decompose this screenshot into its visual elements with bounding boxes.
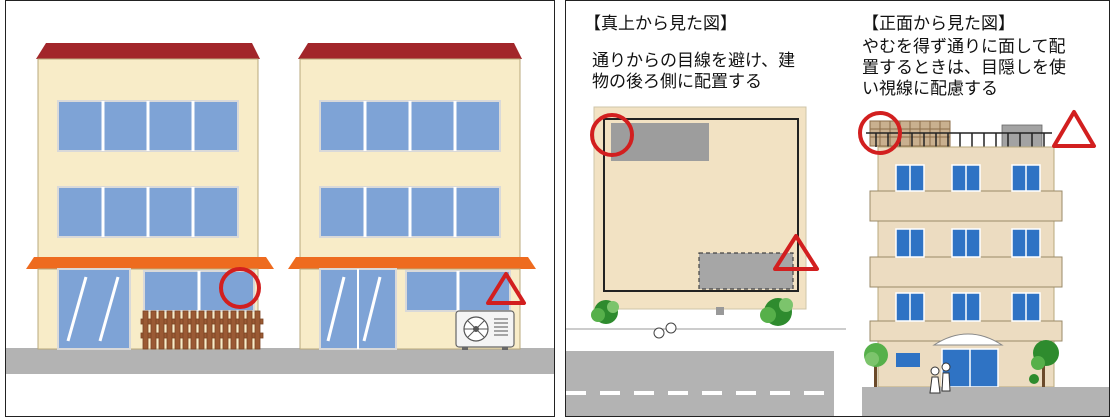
front-view-caption: やむを得ず通りに面して配 置するときは、目隠しを使 い視線に配慮する — [862, 37, 1066, 99]
window-row — [57, 186, 239, 238]
tree-icon — [760, 298, 793, 326]
triangle-marker-icon — [1052, 110, 1096, 148]
window-row — [319, 186, 501, 238]
window-row — [319, 100, 501, 152]
front-view-diagram — [858, 110, 1109, 416]
storefront-illustration — [6, 43, 554, 374]
roof — [298, 43, 522, 59]
awning — [26, 257, 274, 269]
triangle-marker-icon — [486, 272, 526, 305]
entrance-canopy — [932, 333, 1004, 346]
unit-placement — [611, 123, 709, 161]
placement-illustration — [566, 106, 1109, 416]
ground — [6, 348, 554, 374]
tree-icon — [1029, 340, 1059, 387]
building-left — [26, 43, 274, 350]
roof-railing — [866, 132, 1052, 147]
window-row — [57, 100, 239, 152]
tree-icon — [864, 343, 888, 387]
building-outline — [603, 118, 799, 292]
top-view-caption: 通りからの目線を避け、建 物の後ろ側に配置する — [592, 51, 796, 92]
shop-window — [143, 270, 255, 312]
balcony — [869, 256, 1063, 288]
balcony — [869, 190, 1063, 222]
top-view-diagram — [566, 106, 846, 416]
ac-outdoor-unit-icon — [455, 310, 515, 350]
storefront-comparison-panel — [5, 0, 555, 417]
wooden-fence — [140, 310, 264, 350]
triangle-marker-icon — [773, 234, 819, 271]
awning — [288, 257, 536, 269]
tree-icon — [591, 300, 619, 324]
road — [566, 351, 834, 416]
circle-marker-icon — [590, 113, 634, 157]
circle-marker-icon — [219, 267, 261, 309]
roof — [36, 43, 260, 59]
placement-diagrams-panel: 【真上から見た図】 通りからの目線を避け、建 物の後ろ側に配置する 【正面から見… — [565, 0, 1110, 417]
circle-marker-icon — [858, 111, 902, 155]
ground — [862, 387, 1109, 416]
front-view-title: 【正面から見た図】 — [862, 14, 1015, 34]
building-right — [288, 43, 536, 350]
window-grid — [895, 164, 1041, 322]
top-view-title: 【真上から見た図】 — [584, 14, 737, 34]
person-icon — [929, 366, 941, 394]
person-icon — [941, 362, 951, 392]
